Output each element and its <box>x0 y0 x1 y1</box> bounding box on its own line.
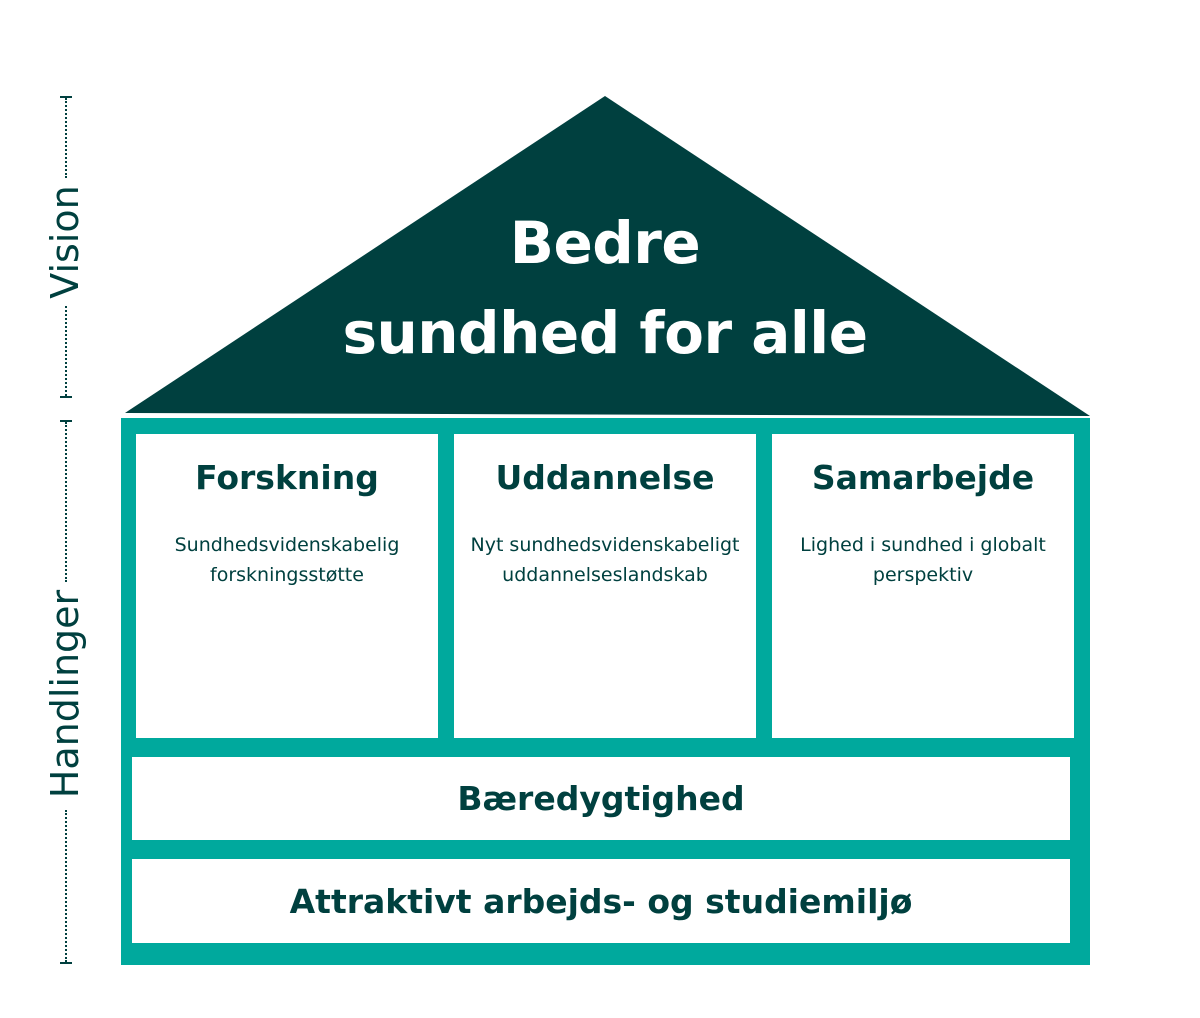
pillar-uddannelse: Uddannelse Nyt sundhedsvidenskabeligt ud… <box>454 434 756 738</box>
foundation-label: Attraktivt arbejds- og studiemiljø <box>289 881 913 921</box>
actions-scale-line-upper <box>65 422 67 582</box>
pillar-forskning: Forskning Sundhedsvidenskabelig forsknin… <box>136 434 438 738</box>
pillar-title: Samarbejde <box>811 458 1035 497</box>
actions-scale-bottom-tick <box>60 962 72 964</box>
pillar-description: Lighed i sundhed i globalt perspektiv <box>782 530 1064 590</box>
vision-scale-bottom-tick <box>60 396 72 398</box>
vision-scale-line-upper <box>65 98 67 178</box>
pillar-description: Nyt sundhedsvidenskabeligt uddannelsesla… <box>464 530 746 590</box>
pillar-description-line-1: Lighed i sundhed i globalt <box>800 534 1046 556</box>
pillar-description-line-1: Sundhedsvidenskabelig <box>174 534 400 556</box>
foundation-label: Bæredygtighed <box>457 779 745 818</box>
actions-scale-line-lower <box>65 810 67 962</box>
foundation-baeredygtighed: Bæredygtighed <box>132 757 1070 840</box>
actions-scale-top-tick <box>60 420 72 422</box>
pillar-samarbejde: Samarbejde Lighed i sundhed i globalt pe… <box>772 434 1074 738</box>
roof-title-line-1: Bedre <box>509 209 701 277</box>
vision-scale-line-lower <box>65 306 67 396</box>
pillar-description-line-2: uddannelseslandskab <box>502 564 708 586</box>
pillar-title: Forskning <box>195 458 379 497</box>
roof-shape <box>125 96 1090 416</box>
pillar-title: Uddannelse <box>495 458 715 497</box>
pillar-description-line-1: Nyt sundhedsvidenskabeligt <box>470 534 740 556</box>
roof-title-line-2: sundhed for alle <box>342 299 868 367</box>
pillar-description-line-2: forskningsstøtte <box>210 564 364 586</box>
vision-scale-top-tick <box>60 96 72 98</box>
pillar-description: Sundhedsvidenskabelig forskningsstøtte <box>146 530 428 590</box>
pillar-description-line-2: perspektiv <box>872 564 974 586</box>
foundation-arbejdsmiljoe: Attraktivt arbejds- og studiemiljø <box>132 859 1070 943</box>
